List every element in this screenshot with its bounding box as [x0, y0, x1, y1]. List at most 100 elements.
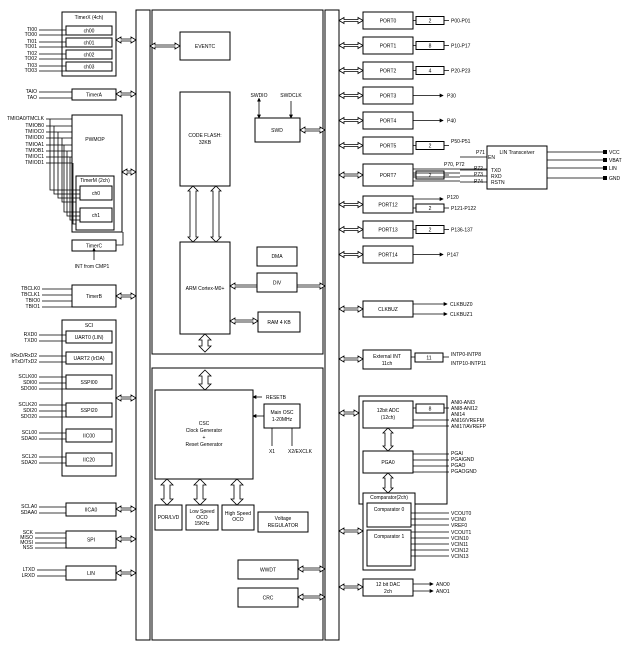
port-2-pins: P20-P23: [451, 68, 471, 74]
ram-block: RAM 4 KB: [257, 311, 301, 333]
pin-scla0: SCLA0: [21, 504, 37, 510]
right-peripheral-bus: [324, 9, 340, 641]
port-3-label: PORT3: [380, 93, 397, 99]
pin-miso: MISO: [20, 535, 33, 541]
dma-label: DMA: [271, 254, 283, 260]
pin-ti01: TI01: [27, 39, 37, 45]
timerx-ch01: ch01: [84, 41, 95, 47]
adc-label: 12bit ADC: [377, 408, 400, 414]
timera-bus-arrow: [115, 90, 137, 98]
port-5-label: PORT5: [380, 143, 397, 149]
timerx-ch02: ch02: [84, 53, 95, 59]
pin-tmiob1: TMIOB1: [25, 148, 44, 154]
port-6-label: PORT7: [380, 173, 397, 179]
timera-label: TimerA: [86, 93, 103, 99]
port-7-pins2: P121-P122: [451, 206, 476, 212]
ram-label: RAM 4 KB: [267, 320, 291, 326]
lin-xcvr-title: LIN Transceiver: [499, 150, 534, 156]
port-8-label: PORT13: [378, 227, 398, 233]
voltage-regulator-block: Voltage REGULATOR: [257, 511, 309, 533]
timerx-ch00: ch00: [84, 29, 95, 35]
sci-sspi20: SSPI20: [81, 408, 98, 414]
pin-pgao: PGAO: [451, 463, 466, 469]
port-8-count: 2: [429, 228, 432, 234]
pin-ti02: TI02: [27, 51, 37, 57]
pin-lrxd: LRXD: [22, 573, 36, 579]
timerx-pins: TI00 TO00 TI01 TO01 TI02 TO02 TI03 TO03: [25, 27, 137, 74]
pin-clkbuz0: CLKBUZ0: [450, 302, 473, 308]
sci-title: SCI: [85, 323, 93, 329]
pga-label: PGA0: [381, 460, 395, 466]
lin-xcvr-p71: P71: [476, 150, 485, 156]
sci-block: SCI UART0 (LIN) UART2 (IrDA) SSPI00 SSPI…: [61, 319, 117, 477]
dac-label: 12 bit DAC: [376, 582, 401, 588]
pin-rxd0: RXD0: [24, 332, 38, 338]
resetb-label: RESETB: [266, 395, 287, 401]
timerc-label: TimerC: [86, 244, 103, 250]
port-4-pins: P40: [447, 118, 456, 124]
pin-irtxd: IrTxD/TxD2: [11, 359, 37, 365]
lin-xcvr-rxd: RXD: [491, 174, 502, 180]
port-4-label: PORT4: [380, 118, 397, 124]
x1-label: X1: [269, 449, 275, 455]
port-9-label: PORT14: [378, 252, 398, 258]
swd-block: SWDIO SWDCLK SWD: [251, 93, 326, 143]
iica0-block: IICA0 SCLA0 SDAA0: [21, 502, 137, 517]
adc-count: 8: [429, 407, 432, 413]
pin-to00: TO00: [25, 32, 38, 38]
port-7-pins: P120: [447, 195, 459, 201]
pin-sdi20: SDI20: [23, 408, 37, 414]
pin-ani0-3: ANI0-ANI3: [451, 400, 475, 406]
losc-line2: OCO: [196, 515, 208, 521]
comparator-block: Comparator(2ch) Comparator 0 Comparator …: [338, 492, 472, 571]
spi-bus-arrow: [115, 535, 137, 543]
lin-xcvr-lin: LIN: [609, 166, 617, 172]
port-2-group: PORT2 4 P20-P23: [338, 61, 471, 80]
timerb-label: TimerB: [86, 294, 103, 300]
csc-title: CSC: [199, 421, 210, 427]
pin-tmioc1: TMIOC1: [25, 154, 44, 160]
losc-line1: Low Speed: [189, 509, 214, 515]
port-2-count: 4: [429, 69, 432, 75]
pin-ani14: ANI14: [451, 412, 465, 418]
pin-tmiob0: TMIOB0: [25, 123, 44, 129]
vreg-line1: Voltage: [275, 516, 292, 522]
timerx-ch03: ch03: [84, 65, 95, 71]
port-8-pins: P136-137: [451, 227, 473, 233]
pwmop-label: PWMOP: [85, 137, 105, 143]
port-0-pins: P00-P01: [451, 18, 471, 24]
wwdt-label: WWDT: [260, 568, 276, 574]
porlvd-block: POR/LVD: [154, 504, 183, 531]
eventc-block: EVENTC: [149, 31, 231, 61]
sci-iic00: IIC00: [83, 434, 95, 440]
mainosc-freq: 1-20MHz: [272, 417, 293, 423]
pin-taio: TAIO: [26, 89, 37, 95]
port-1-pins: P10-P17: [451, 43, 471, 49]
comparator0-label: Comparator 0: [374, 507, 405, 513]
pin-sda20: SDA20: [21, 460, 37, 466]
port-9-group: PORT14 P147: [338, 245, 459, 264]
extint-count: 11: [426, 356, 431, 362]
pin-sda00: SDA00: [21, 436, 37, 442]
flash-size: 32KB: [199, 140, 212, 146]
extint-label: External INT: [373, 354, 401, 360]
timerm-ch0: ch0: [92, 191, 100, 197]
adc-ch: (12ch): [381, 415, 396, 421]
port-2-label: PORT2: [380, 68, 397, 74]
pin-tbio1: TBIO1: [26, 304, 41, 310]
port-9-pins: P147: [447, 252, 459, 258]
pin-nss: NSS: [23, 545, 34, 551]
pin-sdi00: SDI00: [23, 380, 37, 386]
clkbuz-block: CLKBUZ CLKBUZ0 CLKBUZ1: [338, 300, 473, 318]
dma-block: DMA: [256, 246, 298, 267]
pin-ltxd: LTXD: [23, 567, 36, 573]
pwmop-pins: TMIOA0/TMCLK TMIOB0 TMIOC0 TMIOD0 TMIOA1…: [7, 116, 137, 225]
pin-sdo00: SDO00: [21, 386, 38, 392]
lin-xcvr-txd: TXD: [491, 168, 501, 174]
lin-xcvr-p72: P72: [474, 166, 483, 172]
pin-ano1: ANO1: [436, 589, 450, 595]
